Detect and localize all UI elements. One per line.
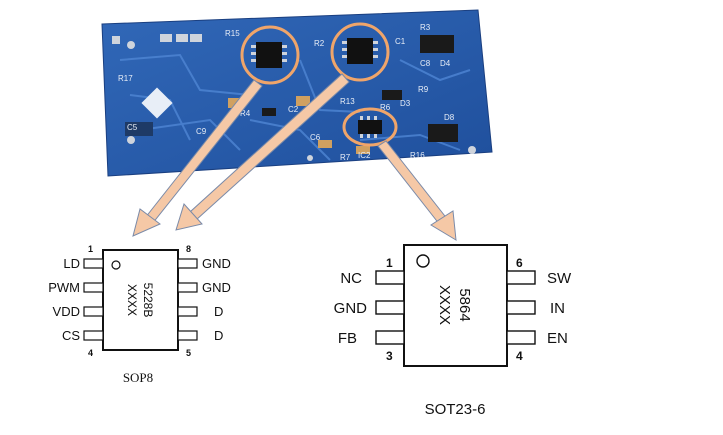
callout-circle-small [342,107,398,147]
sop8-left-pin-pads [83,258,104,341]
svg-text:R9: R9 [418,85,429,94]
svg-text:R4: R4 [240,109,251,118]
sot23-diagram: 1 6 3 4 NC GND FB SW IN EN 5864 XXXX SOT… [334,244,572,418]
svg-text:C1: C1 [395,37,406,46]
sot23-pin-label-in: IN [550,300,565,317]
sot23-pin-number-3: 3 [386,349,393,363]
sot23-part-code: XXXX [436,285,453,325]
sop8-diagram: 1 8 4 5 LD PWM VDD CS GND GND D D 5228B … [48,244,231,385]
sop8-pin-label-d-1: D [214,304,223,319]
sot23-right-pin-pads [506,270,536,345]
sop8-pin-label-vdd: VDD [53,304,80,319]
sot23-body [403,244,508,367]
svg-text:R17: R17 [118,74,133,83]
sot23-package-label: SOT23-6 [425,401,486,418]
sot23-pin-label-sw: SW [547,270,572,287]
svg-text:R2: R2 [314,39,325,48]
svg-text:R3: R3 [420,23,431,32]
svg-text:C6: C6 [310,133,321,142]
sop8-pin-number-1: 1 [88,244,93,254]
sot23-pin-label-gnd: GND [334,300,368,317]
pcb-traces [119,53,471,161]
sot23-pin-label-nc: NC [340,270,362,287]
sot23-pin-number-6: 6 [516,256,523,270]
arrow-left-chip-to-sop8 [132,79,263,237]
svg-text:D8: D8 [444,113,455,122]
sop8-part-number: 5228B [141,283,155,318]
svg-text:C2: C2 [288,105,299,114]
sop8-pin-label-gnd-1: GND [202,256,231,271]
sot23-part-number: 5864 [456,288,473,321]
sot23-pin1-marker [416,254,430,268]
arrow-middle-chip-to-sop8 [175,73,350,231]
svg-text:C9: C9 [196,127,207,136]
svg-text:IC2: IC2 [358,151,371,160]
sop8-part-code: XXXX [125,284,139,316]
svg-text:D4: D4 [440,59,451,68]
sop8-right-pin-pads [177,258,198,341]
sop8-body [102,249,179,351]
svg-text:R6: R6 [380,103,391,112]
sop8-pin-label-d-2: D [214,328,223,343]
callout-circle-left [240,25,300,85]
svg-text:R7: R7 [340,153,351,162]
sot23-pin-number-1: 1 [386,256,393,270]
sot23-pin-label-en: EN [547,330,568,347]
sop8-pin-number-8: 8 [186,244,191,254]
sop8-pin-label-gnd-2: GND [202,280,231,295]
sot23-left-pin-pads [375,270,405,345]
sop8-pin-label-ld: LD [63,256,80,271]
sot23-pin-number-4: 4 [516,349,523,363]
pcb-chip-left [251,42,287,68]
sop8-pin-label-cs: CS [62,328,80,343]
svg-text:C5: C5 [127,123,138,132]
sot23-pin-label-fb: FB [338,330,357,347]
svg-text:C8: C8 [420,59,431,68]
pcb-pads [112,34,476,161]
sop8-pin-number-5: 5 [186,348,191,358]
svg-text:D3: D3 [400,99,411,108]
svg-text:R15: R15 [225,29,240,38]
svg-text:R13: R13 [340,97,355,106]
pcb-chip-middle [342,38,378,64]
sop8-package-label: SOP8 [123,370,153,385]
callout-circle-middle [330,22,390,82]
pcb-board: R15 R2 C1 R3 C8 D4 R9 R17 C5 C9 R6 D3 D8… [101,9,493,177]
pcb-silkscreen: R15 R2 C1 R3 C8 D4 R9 R17 C5 C9 R6 D3 D8… [118,23,455,162]
pcb-components [125,35,458,154]
sop8-pin-label-pwm: PWM [48,280,80,295]
sop8-pin-number-4: 4 [88,348,93,358]
svg-text:R16: R16 [410,151,425,160]
sop8-pin1-marker [111,260,121,270]
arrow-small-chip-to-sot23 [377,140,457,241]
pcb-chip-small [358,116,382,138]
